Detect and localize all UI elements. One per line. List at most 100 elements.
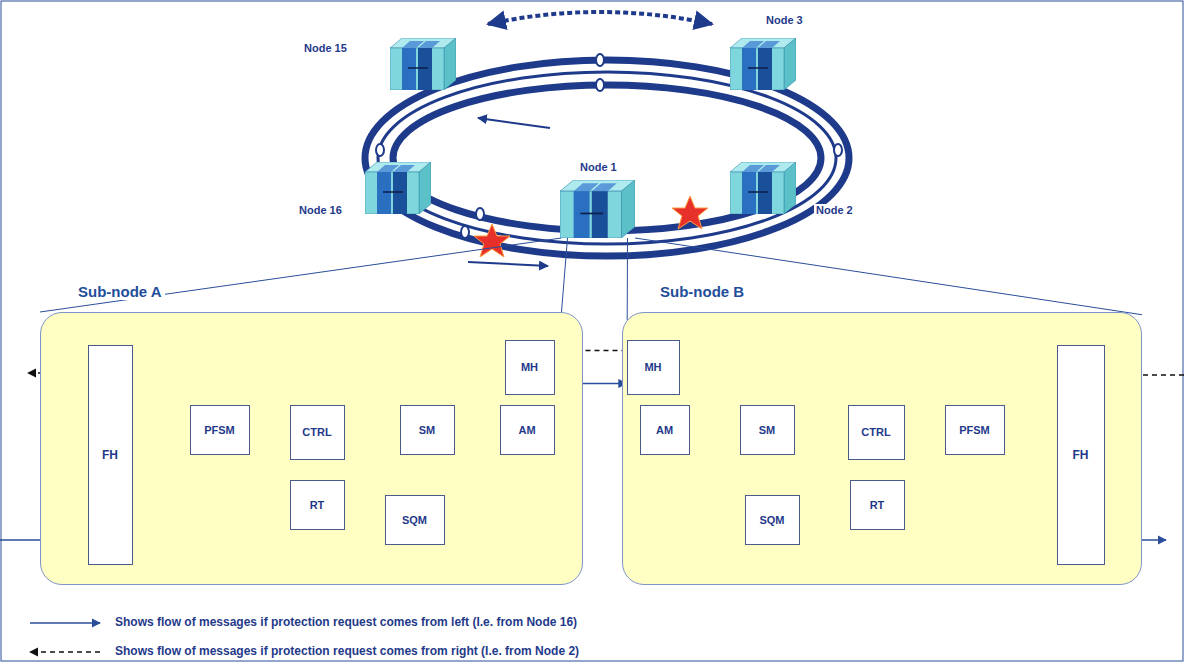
icon-face [730, 172, 784, 214]
ring-fibre [378, 72, 836, 244]
legend-sample-dashed [30, 651, 100, 652]
block-label: CTRL [302, 426, 331, 438]
sub-node-heading: Sub-node A [75, 283, 165, 300]
direction-arrow [478, 118, 550, 128]
icon-face [444, 38, 456, 90]
sub-node-panel: FHPFSMCTRLSMAMMHRTSQMSub-node A [40, 312, 583, 585]
icon-card [393, 172, 407, 214]
block-label: SM [419, 424, 436, 436]
node-equipment-icon [390, 38, 456, 90]
icon-face [784, 38, 796, 90]
icon-face [560, 191, 621, 238]
block-label: PFSM [204, 424, 235, 436]
direction-arrow [468, 262, 548, 266]
block-label: CTRL [861, 426, 890, 438]
function-block: SM [740, 405, 795, 455]
block-label: AM [518, 424, 535, 436]
icon-card [742, 48, 756, 90]
block-label: RT [870, 499, 885, 511]
ring-node: Node 16 [365, 162, 431, 214]
icon-card-top [758, 41, 780, 48]
function-block: AM [500, 405, 555, 455]
icon-card [742, 172, 756, 214]
zoom-leader-line [40, 238, 562, 312]
splice [476, 208, 484, 220]
ring-node: Node 1 [560, 180, 635, 238]
block-label: MH [644, 361, 661, 373]
splice [376, 144, 384, 156]
node-equipment-icon [365, 162, 431, 214]
icon-card [758, 172, 772, 214]
block-label: MH [521, 361, 538, 373]
block-label: SQM [759, 514, 784, 526]
node-label: Node 2 [814, 204, 855, 216]
splice [834, 144, 842, 156]
function-block: FH [88, 345, 133, 565]
sub-node-panel: MHAMSMCTRLPFSMFHSQMRTSub-node B [622, 312, 1142, 585]
icon-face [730, 48, 784, 90]
zoom-leader-line [627, 238, 628, 320]
icon-mark [580, 213, 603, 215]
function-block: SM [400, 405, 455, 455]
legend-sample-solid [30, 622, 100, 623]
block-label: FH [102, 448, 118, 462]
function-block: AM [640, 405, 690, 455]
function-block: MH [505, 340, 555, 395]
icon-face [365, 172, 419, 214]
icon-card [592, 191, 608, 238]
icon-card-top [393, 165, 415, 172]
function-block: SQM [385, 495, 445, 545]
node-label: Node 3 [764, 14, 805, 26]
icon-mark [383, 191, 403, 193]
function-block: CTRL [848, 405, 905, 460]
ring-node: Node 15 [390, 38, 456, 90]
icon-face [390, 48, 444, 90]
function-block: CTRL [290, 405, 345, 460]
block-label: AM [656, 424, 673, 436]
zoom-leader-line [561, 238, 567, 315]
function-block: RT [850, 480, 905, 530]
icon-face [419, 162, 431, 214]
icon-face [621, 180, 635, 238]
function-block: RT [290, 480, 345, 530]
icon-card [574, 191, 590, 238]
icon-card [418, 48, 432, 90]
node-label: Node 1 [578, 161, 619, 173]
icon-mark [748, 67, 768, 69]
zoom-leader-line [635, 238, 1142, 315]
function-block: SQM [745, 495, 800, 545]
node-label: Node 15 [302, 42, 349, 54]
function-block: FH [1057, 345, 1105, 565]
icon-card [402, 48, 416, 90]
splice [596, 54, 604, 66]
sub-node-heading: Sub-node B [657, 283, 747, 300]
node-equipment-icon [730, 162, 796, 214]
icon-mark [748, 191, 768, 193]
block-label: RT [310, 499, 325, 511]
block-label: PFSM [959, 424, 990, 436]
function-block: MH [627, 340, 680, 395]
icon-card [758, 48, 772, 90]
ring-node: Node 2 [730, 162, 796, 214]
icon-face [784, 162, 796, 214]
function-block: PFSM [945, 405, 1005, 455]
icon-mark [408, 67, 428, 69]
icon-card-top [758, 165, 780, 172]
splice [596, 79, 604, 91]
block-label: SQM [402, 514, 427, 526]
node-label: Node 16 [297, 204, 344, 216]
fault-star [474, 224, 510, 257]
icon-card-top [592, 183, 617, 191]
node-equipment-icon [560, 180, 635, 238]
block-label: FH [1073, 448, 1089, 462]
legend-entry: Shows flow of messages if protection req… [115, 615, 577, 629]
block-label: SM [759, 424, 776, 436]
splice [461, 226, 469, 238]
node-equipment-icon [730, 38, 796, 90]
ring-node: Node 3 [730, 38, 796, 90]
rotation-arrow [488, 12, 712, 24]
legend-entry: Shows flow of messages if protection req… [115, 644, 579, 658]
function-block: PFSM [190, 405, 250, 455]
icon-card [377, 172, 391, 214]
